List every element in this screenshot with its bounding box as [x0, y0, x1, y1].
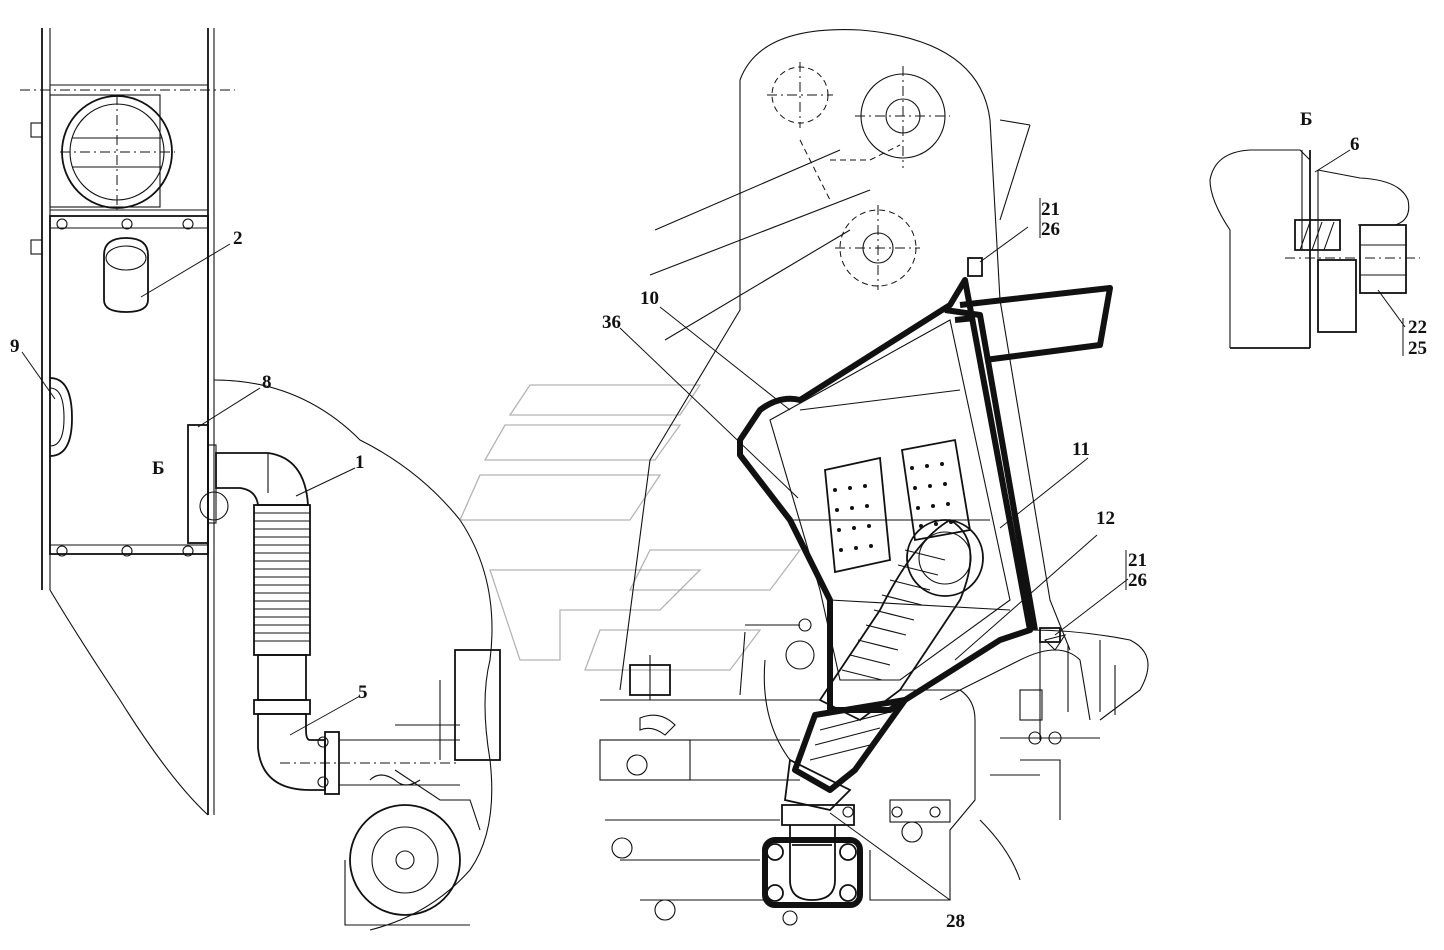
callout-9: 9 — [10, 336, 20, 357]
callout-21-top: 21 — [1041, 199, 1060, 220]
callout-2: 2 — [233, 228, 243, 249]
callout-36: 36 — [602, 312, 621, 333]
callout-26-top: 26 — [1041, 219, 1060, 240]
filter-mesh — [824, 438, 972, 574]
callout-B-detail: Б — [1300, 109, 1313, 130]
callout-25: 25 — [1408, 338, 1427, 359]
callout-12: 12 — [1096, 508, 1115, 529]
left-view — [20, 28, 501, 931]
callout-1: 1 — [355, 452, 365, 473]
callout-26-bottom: 26 — [1128, 570, 1147, 591]
corrugated-hose — [253, 504, 311, 656]
callout-11: 11 — [1072, 439, 1090, 460]
callout-labels: 2 9 8 1 Б 5 10 36 21 26 11 12 21 26 28 Б… — [10, 109, 1427, 932]
callout-8: 8 — [262, 372, 272, 393]
callout-28: 28 — [946, 911, 965, 932]
housing-bolts — [56, 218, 194, 557]
callout-5: 5 — [358, 682, 368, 703]
callout-10: 10 — [640, 288, 659, 309]
callout-B-left: Б — [152, 458, 165, 479]
callout-6: 6 — [1350, 134, 1360, 155]
watermark-logo — [458, 384, 802, 671]
callout-22: 22 — [1408, 317, 1427, 338]
center-view — [599, 29, 1149, 926]
detail-view-B — [1209, 149, 1420, 356]
callout-21-bottom: 21 — [1128, 550, 1147, 571]
